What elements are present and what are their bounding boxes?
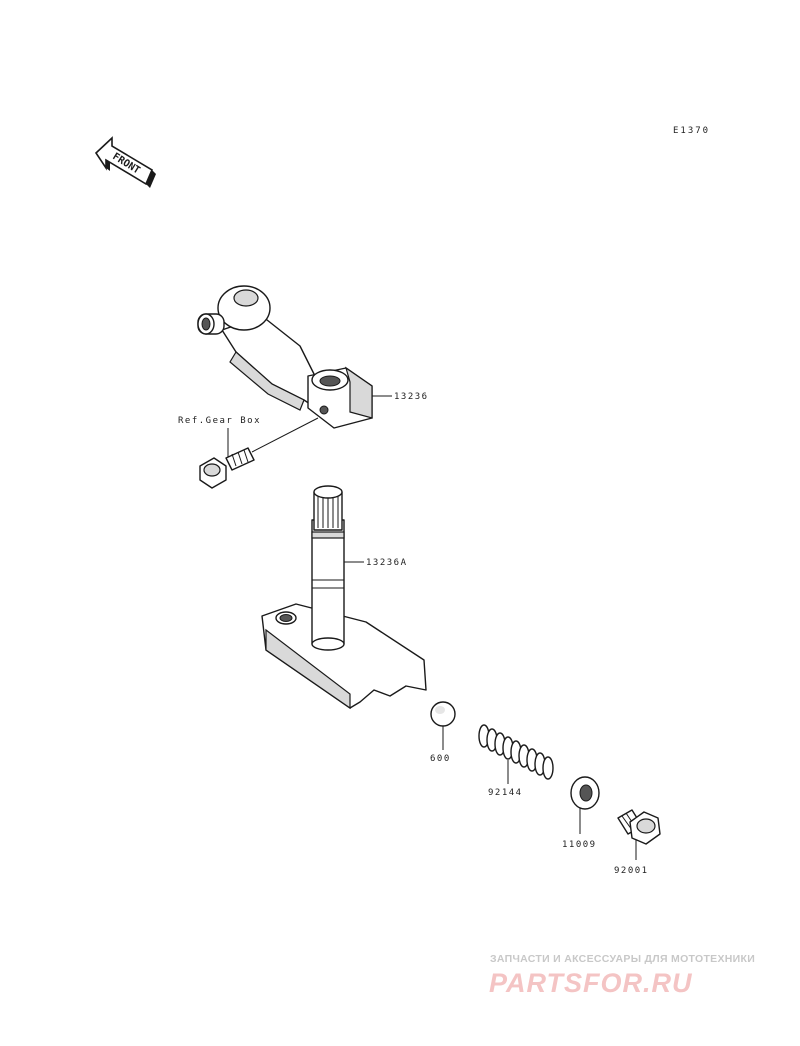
plug-bolt xyxy=(617,809,661,845)
part-number-92001: 92001 xyxy=(614,866,649,876)
shift-shaft xyxy=(261,485,427,710)
part-number-13236: 13236 xyxy=(394,392,429,402)
pinch-bolt xyxy=(199,447,255,489)
part-number-92144: 92144 xyxy=(488,788,523,798)
watermark-logo: PARTSFOR.RU xyxy=(489,968,693,998)
part-number-13236A: 13236A xyxy=(366,558,408,568)
diagram-code: E1370 xyxy=(673,126,710,136)
watermark-tagline: ЗАПЧАСТИ И АКСЕССУАРЫ ДЛЯ МОТОТЕХНИКИ xyxy=(490,953,755,965)
washer xyxy=(570,776,600,810)
part-number-600: 600 xyxy=(430,754,451,764)
gear-change-lever xyxy=(197,285,373,429)
front-arrow-icon: FRONT xyxy=(94,136,156,188)
reference-label: Ref.Gear Box xyxy=(178,416,261,426)
detent-ball xyxy=(430,701,456,727)
detent-spring xyxy=(478,724,554,780)
part-number-11009: 11009 xyxy=(562,840,597,850)
